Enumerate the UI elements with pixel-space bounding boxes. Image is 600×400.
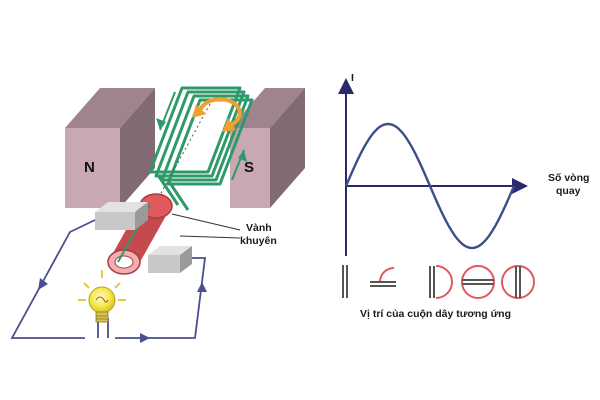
coil-position-2-icon — [370, 267, 396, 287]
light-bulb-icon — [78, 270, 126, 323]
x-axis-label-line1: Số vòng — [548, 172, 590, 184]
coil-position-1-icon — [342, 265, 348, 298]
slip-ring-label-line2: khuyên — [240, 235, 277, 247]
coil-position-3-icon — [429, 265, 453, 299]
coil-position-5-icon — [501, 265, 535, 299]
label-leader-upper — [171, 213, 241, 231]
magnet-south-label: S — [244, 159, 255, 176]
current-sine-curve — [344, 122, 516, 250]
current-arrow-left — [38, 278, 48, 290]
magnet-north-label: N — [84, 159, 95, 176]
coil-position-4-icon — [461, 265, 495, 299]
magnet-south — [230, 88, 305, 208]
current-arrow-bottom — [140, 333, 150, 343]
rotation-arrow-icon — [192, 97, 242, 132]
brush-lower — [148, 246, 192, 273]
armature-coil — [148, 86, 254, 211]
magnet-north — [65, 88, 155, 208]
current-arrow-right — [197, 282, 207, 292]
x-axis-label-line2: quay — [556, 185, 581, 197]
slip-rings — [107, 193, 173, 275]
label-leader-lower — [179, 235, 241, 239]
y-axis-label: I — [351, 72, 354, 84]
coil-position-caption: Vị trí của cuộn dây tương ứng — [360, 308, 512, 320]
slip-ring-label-line1: Vành — [246, 222, 272, 234]
graph-axes — [338, 78, 528, 256]
brush-upper — [95, 202, 148, 230]
